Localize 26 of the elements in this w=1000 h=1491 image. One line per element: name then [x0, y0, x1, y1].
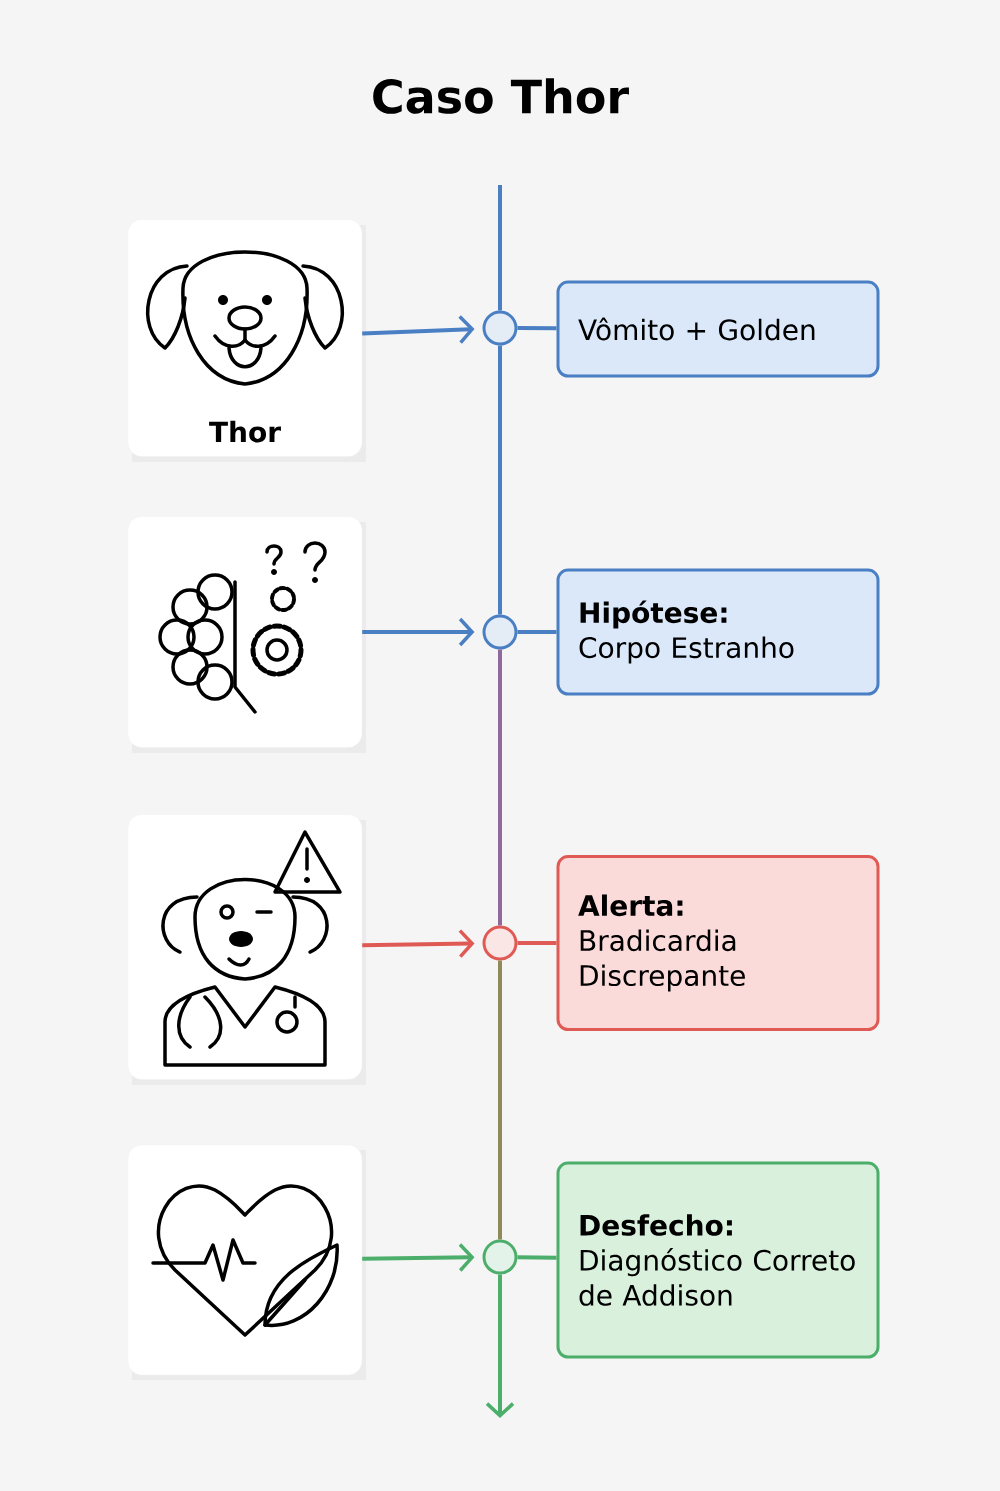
- timeline-dot: [482, 925, 518, 961]
- timeline-dot: [482, 310, 518, 346]
- timeline-dot: [482, 614, 518, 650]
- arrow: [485, 1274, 515, 1418]
- arrow: [362, 315, 475, 344]
- connector-line: [517, 326, 557, 331]
- vet-dog-drawing: [127, 814, 366, 1085]
- timeline-dot: [482, 1239, 518, 1275]
- event-box: Desfecho: Diagnóstico Correto de Addison: [556, 1161, 880, 1359]
- heart-leaf-drawing: [127, 1144, 366, 1380]
- arrow: [362, 1243, 475, 1272]
- arrow: [362, 929, 475, 958]
- connector-line: [498, 345, 502, 615]
- event-box: Vômito + Golden: [556, 280, 880, 378]
- brain-gears-drawing: [127, 516, 366, 753]
- event-box: Hipótese: Corpo Estranho: [556, 568, 880, 696]
- connector-line: [517, 630, 557, 634]
- arrow: [362, 617, 475, 647]
- event-box: Alerta: Bradicardia Discrepante: [556, 855, 880, 1031]
- title: Caso Thor: [373, 78, 629, 114]
- connector-line: [517, 941, 557, 945]
- icon-card: Thor: [127, 219, 366, 462]
- connector-line: [498, 649, 502, 926]
- connector-line: [498, 960, 502, 1240]
- connector-line: [517, 1255, 557, 1260]
- connector-line: [498, 185, 502, 311]
